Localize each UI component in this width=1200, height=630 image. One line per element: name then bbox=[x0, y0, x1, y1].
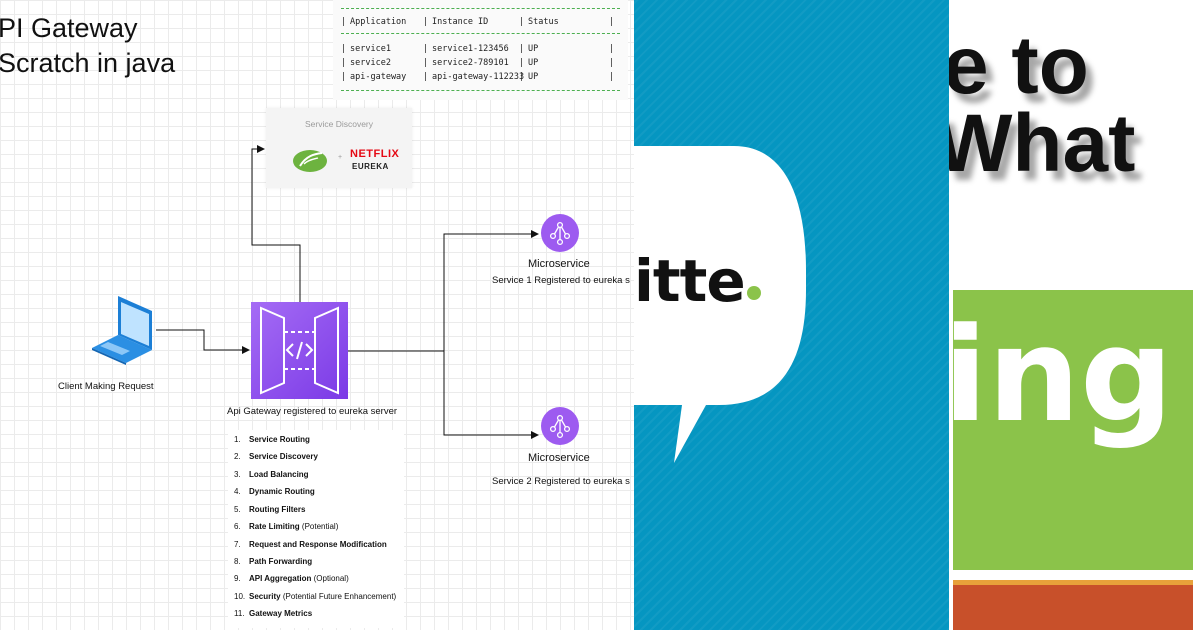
list-item: 5.Routing Filters bbox=[234, 505, 306, 514]
table-cell: service1-123456 bbox=[432, 44, 509, 54]
service-discovery-box: Service Discovery + NETFLIX EUREKA bbox=[266, 108, 412, 188]
table-header-instance-id: Instance ID bbox=[432, 17, 489, 27]
table-row: | api-gateway | api-gateway-112233 | UP … bbox=[341, 72, 615, 82]
arrow-client-to-gateway bbox=[156, 329, 250, 354]
table-header-status: Status bbox=[528, 17, 559, 27]
table-cell: service2 bbox=[350, 58, 391, 68]
table-header-row: | Application | Instance ID | Status | bbox=[341, 17, 615, 27]
connector-arrows bbox=[156, 145, 539, 439]
microservice-1-title: Microservice bbox=[528, 258, 590, 270]
logo-wordmark: itte bbox=[634, 247, 746, 315]
table-cell: api-gateway bbox=[350, 72, 407, 82]
eureka-registry-table: | Application | Instance ID | Status | |… bbox=[333, 0, 628, 100]
microservice-1-node bbox=[541, 214, 579, 252]
arrow-gateway-to-service-1 bbox=[348, 230, 539, 352]
table-border bbox=[341, 8, 620, 9]
netflix-wordmark: NETFLIX bbox=[350, 148, 400, 160]
microservice-1-caption: Service 1 Registered to eureka s bbox=[492, 275, 630, 286]
table-cell: api-gateway-112233 bbox=[432, 72, 525, 82]
diagram-title-line-1: PI Gateway bbox=[0, 13, 138, 43]
spring-leaf-icon bbox=[293, 150, 327, 172]
table-row: | service1 | service1-123456 | UP | bbox=[341, 44, 615, 54]
list-item: 7.Request and Response Modification bbox=[234, 540, 387, 549]
list-item: 6.Rate Limiting (Potential) bbox=[234, 522, 339, 531]
green-block bbox=[953, 290, 1193, 570]
api-gateway-icon bbox=[260, 306, 339, 395]
list-item: 2.Service Discovery bbox=[234, 452, 318, 461]
gateway-feature-list: 1.Service Routing 2.Service Discovery 3.… bbox=[228, 430, 404, 628]
big-text-line-2: What bbox=[949, 98, 1136, 189]
microservice-icon bbox=[549, 414, 571, 439]
big-text-panel: e to What ing bbox=[949, 0, 1200, 630]
logo-panel: itte bbox=[634, 0, 949, 630]
architecture-diagram-panel: PI Gateway Scratch in java | Application… bbox=[0, 0, 634, 630]
diagram-title-line-2: Scratch in java bbox=[0, 48, 176, 78]
list-item: 9.API Aggregation (Optional) bbox=[234, 574, 349, 583]
logo-dot bbox=[747, 286, 761, 300]
table-cell: service2-789101 bbox=[432, 58, 509, 68]
list-item: 3.Load Balancing bbox=[234, 470, 309, 479]
eureka-wordmark: EUREKA bbox=[352, 162, 389, 171]
speech-bubble-icon bbox=[634, 146, 806, 463]
table-row: | service2 | service2-789101 | UP | bbox=[341, 58, 615, 68]
microservice-2-node bbox=[541, 407, 579, 445]
table-cell: service1 bbox=[350, 44, 391, 54]
list-item: 4.Dynamic Routing bbox=[234, 487, 315, 496]
table-cell: UP bbox=[528, 58, 539, 68]
arrow-gateway-to-service-2 bbox=[443, 351, 539, 439]
list-item: 1.Service Routing bbox=[234, 435, 310, 444]
orange-strip bbox=[953, 580, 1193, 630]
plus-sign: + bbox=[338, 154, 343, 161]
list-item: 8.Path Forwarding bbox=[234, 557, 313, 566]
list-item: 10.Security (Potential Future Enhancemen… bbox=[234, 592, 397, 601]
microservice-2-caption: Service 2 Registered to eureka s bbox=[492, 476, 630, 487]
table-header-application: Application bbox=[350, 17, 407, 27]
microservice-2-title: Microservice bbox=[528, 452, 590, 464]
big-text-line-3: ing bbox=[949, 299, 1174, 451]
table-cell: UP bbox=[528, 72, 539, 82]
arrow-gateway-to-discovery bbox=[251, 145, 301, 302]
api-gateway-box bbox=[251, 302, 348, 399]
list-item: 11.Gateway Metrics bbox=[234, 609, 313, 618]
table-cell: UP bbox=[528, 44, 539, 54]
table-border bbox=[341, 90, 620, 91]
client-label: Client Making Request bbox=[58, 381, 154, 392]
table-border bbox=[341, 33, 620, 34]
big-text-line-1: e to bbox=[949, 20, 1089, 111]
api-gateway-label: Api Gateway registered to eureka server bbox=[227, 406, 398, 417]
service-discovery-title: Service Discovery bbox=[304, 119, 374, 129]
microservice-icon bbox=[549, 221, 571, 246]
laptop-icon bbox=[92, 296, 152, 365]
